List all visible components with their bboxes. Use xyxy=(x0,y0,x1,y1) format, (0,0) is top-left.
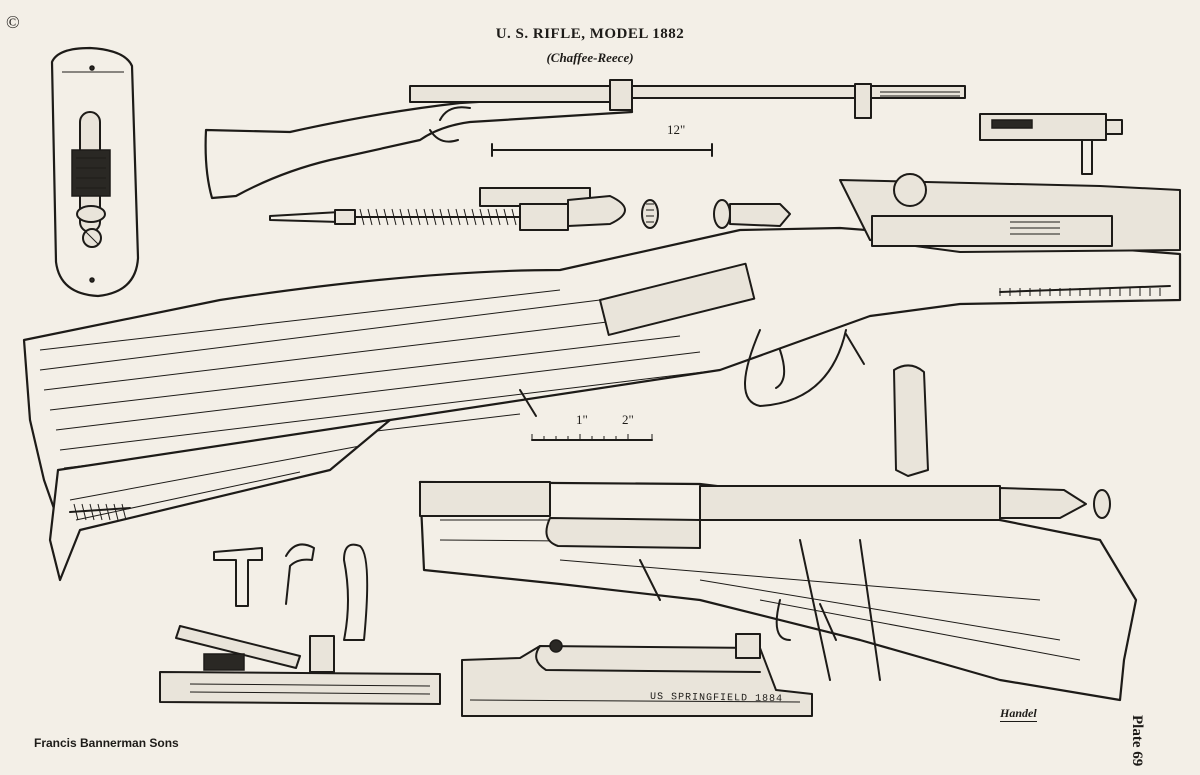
artist-signature: Handel xyxy=(1000,706,1037,722)
action-section-drawing xyxy=(22,173,1182,582)
scale-bar-12in xyxy=(491,143,713,157)
scale-label-12in: 12" xyxy=(667,122,686,137)
bolt-assembly-exploded xyxy=(269,187,659,231)
receiver-drawing xyxy=(461,633,813,717)
scale-label-1in: 1" xyxy=(576,412,588,427)
plate-subtitle: (Chaffee-Reece) xyxy=(546,50,634,65)
publisher-credit: Francis Bannerman Sons xyxy=(34,736,179,750)
full-rifle-drawing xyxy=(204,79,966,200)
scale-label-2in: 2" xyxy=(622,412,634,427)
plate-title: U. S. RIFLE, MODEL 1882 xyxy=(495,26,685,42)
open-action-drawing xyxy=(418,364,1138,702)
plate-number: Plate 69 xyxy=(1129,715,1145,767)
small-parts-drawing xyxy=(159,543,441,705)
receiver-marking: US SPRINGFIELD 1884 xyxy=(649,691,784,706)
copyright-mark: © xyxy=(6,12,20,32)
bolt-head-detail xyxy=(979,113,1123,175)
butt-plate-drawing xyxy=(50,46,140,298)
scale-bar-inches xyxy=(531,434,653,441)
